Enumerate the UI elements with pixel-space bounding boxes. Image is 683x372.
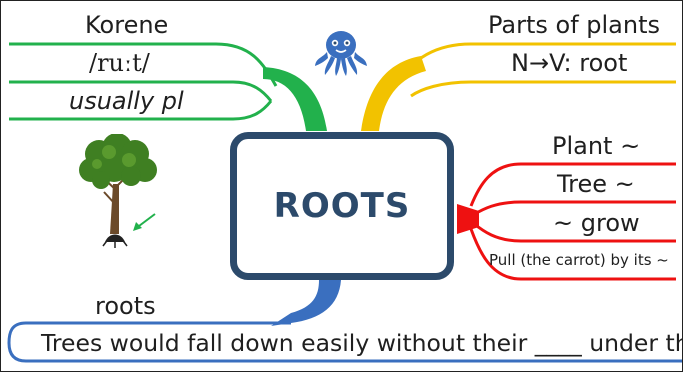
octopus-icon	[315, 31, 367, 76]
central-topic: ROOTS	[230, 132, 454, 280]
tree-label: Tree ~	[557, 170, 635, 198]
plant-label: Plant ~	[552, 132, 641, 160]
noun-to-verb-label: N→V: root	[511, 49, 628, 77]
usually-pl-label: usually pl	[69, 87, 184, 115]
red-branch-trunk	[457, 204, 479, 234]
grow-label: ~ grow	[553, 209, 640, 237]
roots-label: roots	[95, 292, 156, 320]
pronunciation-label: /ruːt/	[89, 49, 150, 77]
tree-icon	[79, 134, 157, 248]
pull-carrot-label: Pull (the carrot) by its ~	[489, 251, 669, 269]
green-branch-trunk	[263, 67, 327, 131]
parts-of-plants-label: Parts of plants	[488, 11, 661, 39]
central-topic-title: ROOTS	[273, 186, 411, 226]
blue-branch-trunk	[271, 280, 341, 326]
korene-label: Korene	[85, 11, 169, 39]
gap-fill-sentence: Trees would fall down easily without the…	[41, 329, 683, 357]
yellow-branch-trunk	[361, 56, 426, 131]
arrow-icon	[133, 213, 156, 231]
blue-branch-underline	[7, 321, 682, 363]
